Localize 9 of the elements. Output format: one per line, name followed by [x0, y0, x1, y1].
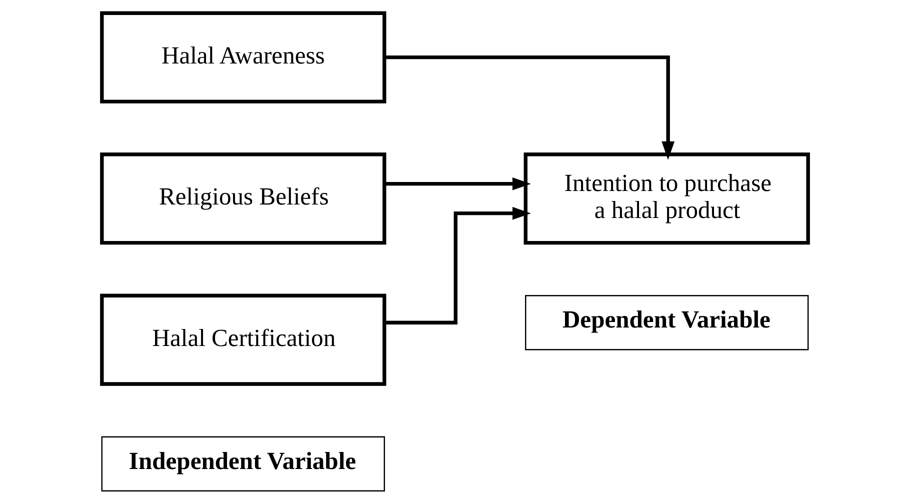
arrow	[384, 177, 530, 190]
node-box: Halal Awareness	[100, 11, 386, 104]
node-box: Dependent Variable	[524, 294, 808, 350]
arrow	[384, 206, 530, 324]
node-box: Intention to purchase a halal product	[523, 152, 810, 245]
node-box: Halal Certification	[100, 294, 386, 386]
arrow	[384, 56, 674, 160]
node-box: Religious Beliefs	[100, 152, 386, 245]
node-box: Independent Variable	[100, 436, 384, 492]
